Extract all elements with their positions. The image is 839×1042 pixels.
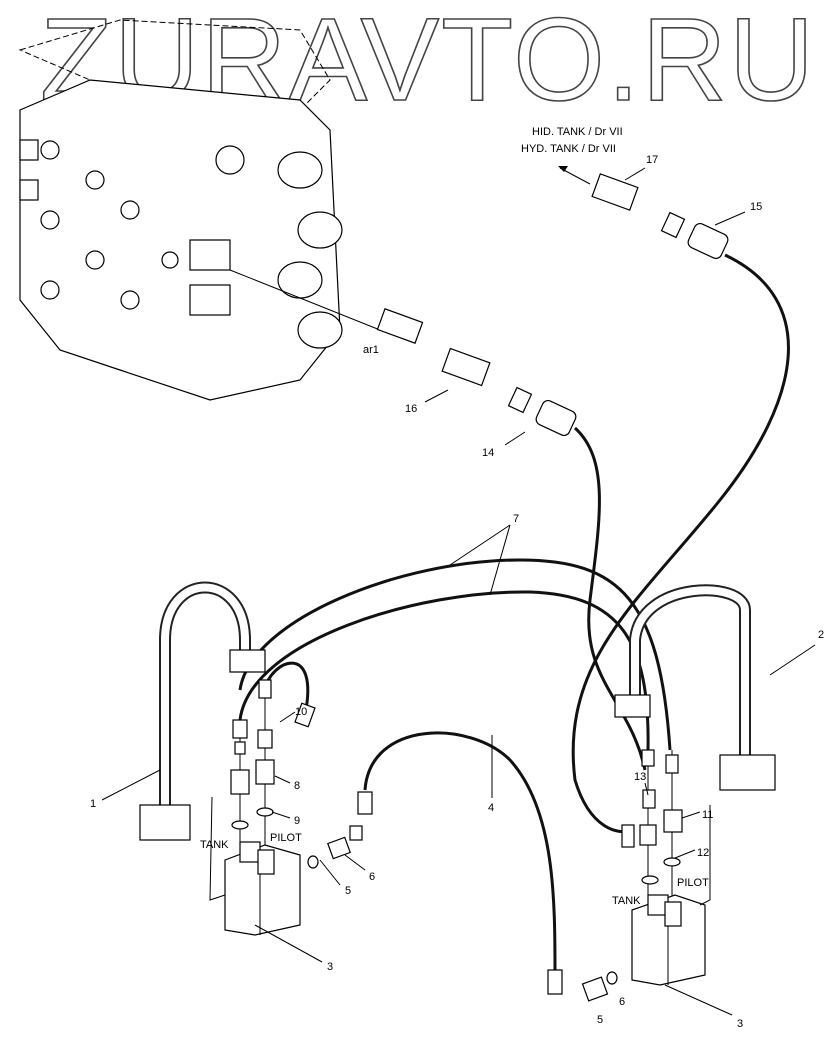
callout-13: 13 xyxy=(634,771,646,783)
label-pilot-right: PILOT xyxy=(677,877,709,889)
callout-3-left: 3 xyxy=(327,961,333,973)
callout-11: 11 xyxy=(702,809,713,821)
callout-2: 2 xyxy=(818,629,824,641)
flange-1 xyxy=(139,804,191,841)
label-tank-left: TANK xyxy=(200,839,229,851)
callout-5-right: 5 xyxy=(597,1014,603,1026)
label-tank-right: TANK xyxy=(612,895,641,907)
hose-end-15 xyxy=(660,211,729,260)
callout-1: 1 xyxy=(90,798,96,810)
hose-7a xyxy=(238,558,672,751)
hose-15 xyxy=(571,253,790,834)
callout-6-left: 6 xyxy=(369,871,375,883)
destination-label-2: HYD. TANK / Dr VII xyxy=(521,143,616,155)
callout-16: 16 xyxy=(405,403,417,415)
fitting-17 xyxy=(591,173,639,211)
fitting-16 xyxy=(441,347,491,387)
right-fittings xyxy=(621,749,683,900)
callout-7: 7 xyxy=(513,513,519,525)
callout-17: 17 xyxy=(646,154,658,166)
left-fittings xyxy=(230,679,316,850)
valve-block-3-left xyxy=(224,841,301,936)
fittings-5-6-left xyxy=(307,791,373,869)
callout-6-right: 6 xyxy=(619,996,625,1008)
hose-end-14 xyxy=(507,386,577,437)
callout-12: 12 xyxy=(697,847,709,859)
pipe-2 xyxy=(629,584,751,766)
hose-7b xyxy=(238,590,650,751)
flange-2 xyxy=(719,754,776,791)
fitting-ar1 xyxy=(376,308,424,344)
callout-8: 8 xyxy=(294,780,300,792)
callout-ar1: ar1 xyxy=(363,344,379,356)
callout-9: 9 xyxy=(294,815,300,827)
callout-3-right: 3 xyxy=(737,1018,743,1030)
valve-block-3-right xyxy=(631,894,706,986)
fittings-5-6-right xyxy=(547,969,618,1002)
hose-14 xyxy=(573,426,647,771)
leader-lines xyxy=(101,167,816,1016)
callout-4: 4 xyxy=(488,802,494,814)
callout-5-left: 5 xyxy=(345,885,351,897)
hose-4 xyxy=(363,731,557,976)
destination-label-1: HID. TANK / Dr VII xyxy=(532,126,623,138)
callout-15: 15 xyxy=(750,201,762,213)
callout-14: 14 xyxy=(482,447,494,459)
control-valve-block xyxy=(18,19,381,401)
callout-10: 10 xyxy=(295,706,307,718)
label-pilot-left: PILOT xyxy=(270,832,302,844)
